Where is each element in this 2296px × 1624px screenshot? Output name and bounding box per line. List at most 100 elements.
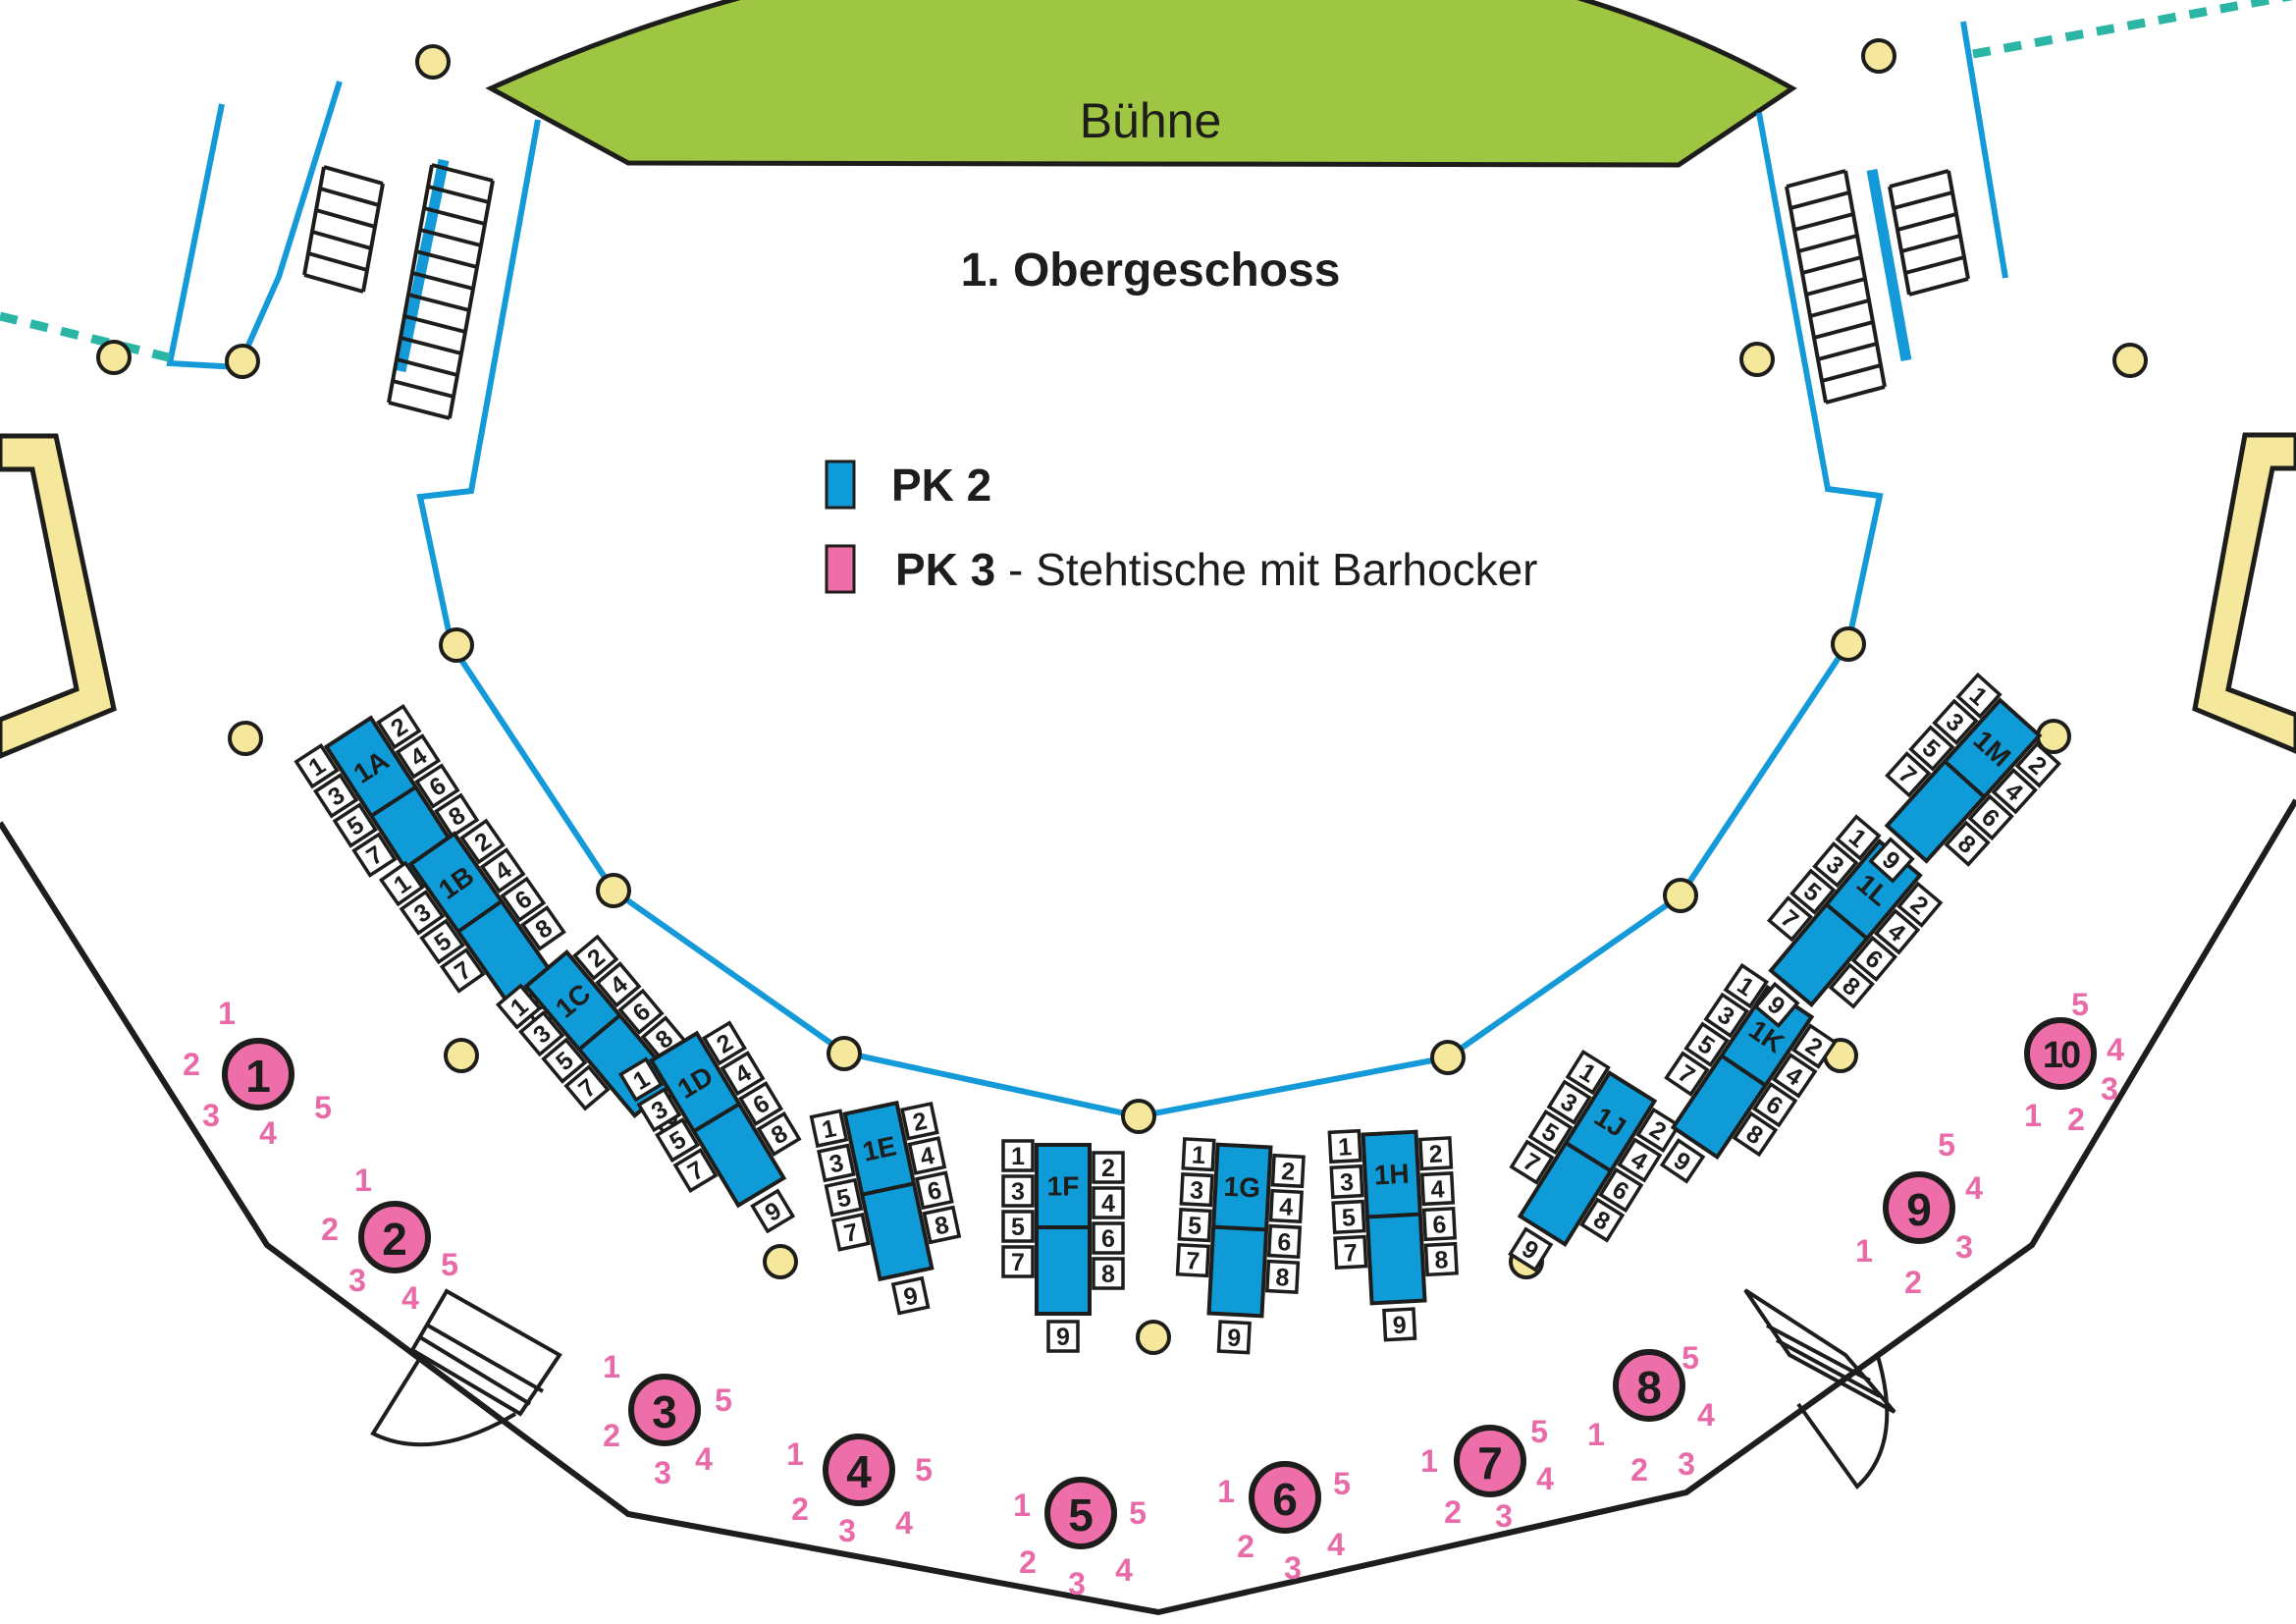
seat[interactable]: 2: [1092, 1151, 1125, 1184]
seat[interactable]: 6: [1421, 1206, 1458, 1242]
stool-number[interactable]: 1: [1217, 1474, 1235, 1509]
stool-number[interactable]: 4: [895, 1505, 913, 1541]
seat[interactable]: 6: [738, 1081, 784, 1127]
seat[interactable]: 1: [1955, 672, 2002, 720]
seat[interactable]: 8: [1579, 1197, 1626, 1243]
stool-number[interactable]: 4: [1697, 1397, 1715, 1433]
stool-number[interactable]: 3: [1068, 1566, 1086, 1601]
seat[interactable]: 5: [332, 802, 378, 848]
seat[interactable]: 9: [1046, 1320, 1080, 1353]
seat[interactable]: 5: [1177, 1207, 1212, 1243]
seat[interactable]: 8: [1944, 820, 1991, 867]
seat[interactable]: 9: [1508, 1226, 1554, 1272]
stool-number[interactable]: 3: [838, 1513, 856, 1548]
stool-number[interactable]: 5: [1129, 1495, 1147, 1531]
stool-number[interactable]: 1: [1420, 1443, 1438, 1479]
stool-number[interactable]: 5: [1333, 1466, 1351, 1501]
seat[interactable]: 8: [433, 792, 480, 839]
seat[interactable]: 5: [1527, 1109, 1574, 1156]
seat[interactable]: 5: [655, 1117, 701, 1164]
seat[interactable]: 5: [541, 1037, 588, 1084]
seat[interactable]: 4: [720, 1051, 766, 1097]
seat[interactable]: 7: [1664, 1051, 1710, 1097]
seat[interactable]: 5: [1331, 1199, 1366, 1235]
seat[interactable]: 1: [617, 1056, 664, 1103]
stool-number[interactable]: 2: [1237, 1529, 1255, 1564]
stool-number[interactable]: 2: [603, 1418, 620, 1453]
seat[interactable]: 9: [1216, 1320, 1252, 1355]
stool-number[interactable]: 2: [1630, 1452, 1648, 1488]
stool-number[interactable]: 5: [915, 1452, 933, 1488]
seat[interactable]: 2: [701, 1020, 747, 1066]
seat[interactable]: 4: [479, 847, 526, 893]
seat[interactable]: 5: [1001, 1210, 1035, 1243]
seat[interactable]: 7: [351, 832, 398, 878]
seat[interactable]: 4: [1419, 1171, 1456, 1207]
seat[interactable]: 1: [1565, 1049, 1611, 1096]
seat[interactable]: 7: [1885, 751, 1932, 798]
seat[interactable]: 2: [1635, 1107, 1682, 1154]
stool-number[interactable]: 3: [1955, 1229, 1973, 1265]
seat[interactable]: 3: [1001, 1174, 1035, 1208]
seat-block[interactable]: 1A123456789: [294, 696, 511, 938]
seat[interactable]: 4: [1873, 908, 1921, 955]
stool-number[interactable]: 5: [1682, 1340, 1699, 1376]
seat[interactable]: 2: [900, 1101, 939, 1141]
stool-number[interactable]: 3: [654, 1455, 671, 1490]
stool-number[interactable]: 4: [695, 1441, 713, 1477]
seat[interactable]: 4: [1991, 768, 2038, 815]
seat[interactable]: 6: [914, 1170, 954, 1211]
seat[interactable]: 1: [378, 860, 425, 907]
seat[interactable]: 6: [500, 876, 547, 923]
stool-number[interactable]: 3: [2101, 1071, 2118, 1107]
seat[interactable]: 1: [809, 1109, 849, 1149]
seat[interactable]: 3: [1703, 992, 1749, 1039]
seat[interactable]: 2: [1418, 1136, 1454, 1171]
seat[interactable]: 9: [750, 1188, 796, 1234]
seat[interactable]: 3: [817, 1143, 856, 1183]
stool-number[interactable]: 1: [603, 1349, 620, 1384]
seat[interactable]: 3: [1546, 1079, 1592, 1125]
seat[interactable]: 4: [907, 1136, 947, 1175]
seat[interactable]: 5: [1683, 1021, 1730, 1068]
stool-number[interactable]: 4: [1965, 1170, 1983, 1206]
seat[interactable]: 9: [1382, 1307, 1417, 1342]
seat[interactable]: 1: [1001, 1139, 1035, 1172]
seat[interactable]: 4: [395, 733, 442, 780]
seat[interactable]: 4: [1617, 1137, 1663, 1183]
seat[interactable]: 3: [636, 1087, 682, 1133]
seat[interactable]: 8: [1264, 1259, 1301, 1294]
stool-number[interactable]: 5: [314, 1090, 332, 1125]
stool-number[interactable]: 1: [354, 1163, 372, 1198]
seat[interactable]: 5: [1789, 868, 1837, 915]
seat[interactable]: 1: [1181, 1137, 1216, 1172]
stool-number[interactable]: 4: [1115, 1552, 1133, 1588]
seat[interactable]: 8: [922, 1205, 962, 1245]
stool-number[interactable]: 1: [218, 996, 236, 1031]
seat[interactable]: 7: [1333, 1234, 1368, 1270]
seat[interactable]: 7: [563, 1064, 611, 1111]
stool-number[interactable]: 1: [1587, 1417, 1605, 1452]
seat[interactable]: 2: [572, 934, 619, 981]
seat[interactable]: 3: [1329, 1164, 1364, 1200]
seat[interactable]: 5: [419, 918, 465, 965]
seat[interactable]: 1: [1327, 1128, 1362, 1164]
seat[interactable]: 8: [1732, 1110, 1779, 1158]
stool-number[interactable]: 4: [1327, 1527, 1345, 1562]
stool-number[interactable]: 4: [1536, 1461, 1554, 1496]
stool-number[interactable]: 5: [2071, 987, 2089, 1022]
seat[interactable]: 5: [1908, 725, 1955, 772]
stool-number[interactable]: 1: [1013, 1488, 1031, 1523]
seat[interactable]: 1: [1835, 814, 1882, 861]
